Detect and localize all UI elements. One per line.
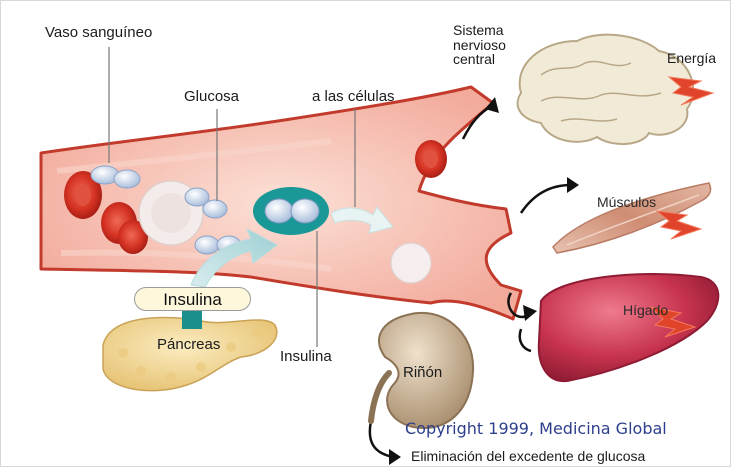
label-cns-line-2: nervioso	[453, 38, 506, 53]
insulin-glucose-complex	[253, 187, 329, 235]
label-cns-line-1: Sistema	[453, 23, 506, 38]
insulin-box: Insulina	[134, 287, 251, 311]
label-insulin: Insulina	[280, 349, 332, 365]
copyright-notice: Copyright 1999, Medicina Global	[405, 421, 667, 438]
label-to-cells: a las células	[312, 89, 395, 105]
label-glucose: Glucosa	[184, 89, 239, 105]
label-central-nervous-system: Sistema nervioso central	[453, 23, 506, 67]
label-glucose-elimination: Eliminación del excedente de glucosa	[411, 449, 645, 464]
label-blood-vessel: Vaso sanguíneo	[45, 25, 152, 41]
insulin-box-label: Insulina	[135, 290, 250, 310]
label-cns-line-3: central	[453, 52, 506, 67]
label-muscles: Músculos	[597, 195, 656, 210]
label-energy: Energía	[667, 51, 716, 66]
label-kidney: Riñón	[403, 365, 442, 381]
label-liver: Hígado	[623, 303, 668, 318]
label-pancreas: Páncreas	[157, 337, 220, 353]
